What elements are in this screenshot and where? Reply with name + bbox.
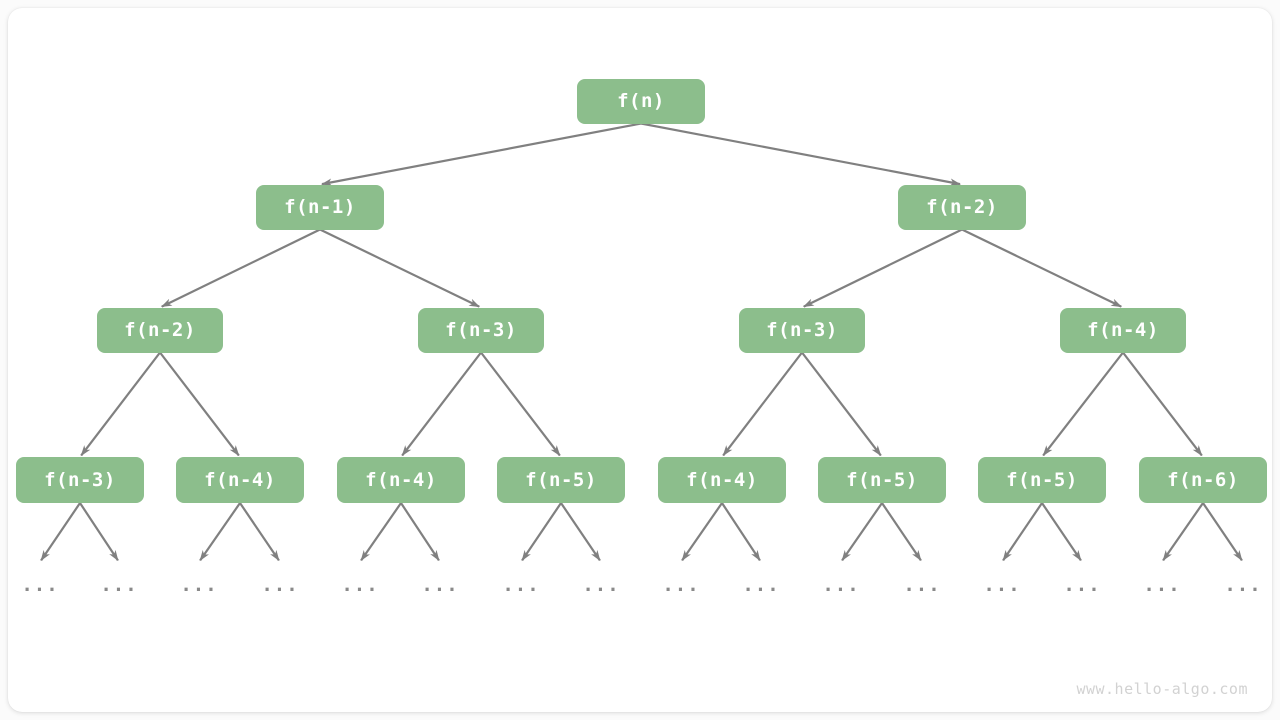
tree-node-label: f(n-3) (445, 319, 517, 341)
tree-node-label: f(n-2) (124, 319, 196, 341)
ellipsis-mark: ... (1063, 574, 1101, 596)
tree-node: f(n-4) (658, 457, 786, 503)
ellipsis-mark: ... (662, 574, 700, 596)
ellipsis-mark: ... (822, 574, 860, 596)
ellipsis-mark: ... (100, 574, 138, 596)
tree-node: f(n-5) (818, 457, 946, 503)
tree-node: f(n-5) (978, 457, 1106, 503)
tree-node: f(n-5) (497, 457, 625, 503)
tree-node-label: f(n-5) (1006, 469, 1078, 491)
ellipsis-mark: ... (261, 574, 299, 596)
tree-node-label: f(n-3) (44, 469, 116, 491)
tree-node-label: f(n-4) (1087, 319, 1159, 341)
tree-node-label: f(n-6) (1167, 469, 1239, 491)
ellipsis-mark: ... (21, 574, 59, 596)
tree-node-label: f(n-3) (766, 319, 838, 341)
tree-node-label: f(n-5) (525, 469, 597, 491)
ellipsis-mark: ... (502, 574, 540, 596)
ellipsis-mark: ... (742, 574, 780, 596)
tree-node: f(n-3) (739, 307, 865, 353)
tree-node-label: f(n-4) (365, 469, 437, 491)
tree-node: f(n) (577, 78, 705, 124)
tree-node-label: f(n-4) (686, 469, 758, 491)
tree-node-label: f(n-1) (284, 196, 356, 218)
tree-node-label: f(n-2) (926, 196, 998, 218)
tree-node: f(n-6) (1139, 457, 1267, 503)
tree-node: f(n-3) (16, 457, 144, 503)
tree-node-label: f(n-5) (846, 469, 918, 491)
ellipsis-mark: ... (341, 574, 379, 596)
ellipsis-mark: ... (983, 574, 1021, 596)
tree-node: f(n-1) (256, 184, 384, 230)
watermark: www.hello-algo.com (1076, 680, 1248, 698)
tree-node: f(n-2) (97, 307, 223, 353)
ellipsis-mark: ... (421, 574, 459, 596)
tree-node: f(n-4) (337, 457, 465, 503)
tree-node-label: f(n) (617, 90, 665, 112)
ellipsis-mark: ... (180, 574, 218, 596)
ellipsis-mark: ... (1224, 574, 1262, 596)
tree-node: f(n-3) (418, 307, 544, 353)
ellipsis-mark: ... (903, 574, 941, 596)
tree-node: f(n-2) (898, 184, 1026, 230)
ellipsis-mark: ... (582, 574, 620, 596)
tree-node: f(n-4) (176, 457, 304, 503)
tree-node: f(n-4) (1060, 307, 1186, 353)
tree-node-label: f(n-4) (204, 469, 276, 491)
ellipsis-mark: ... (1143, 574, 1181, 596)
